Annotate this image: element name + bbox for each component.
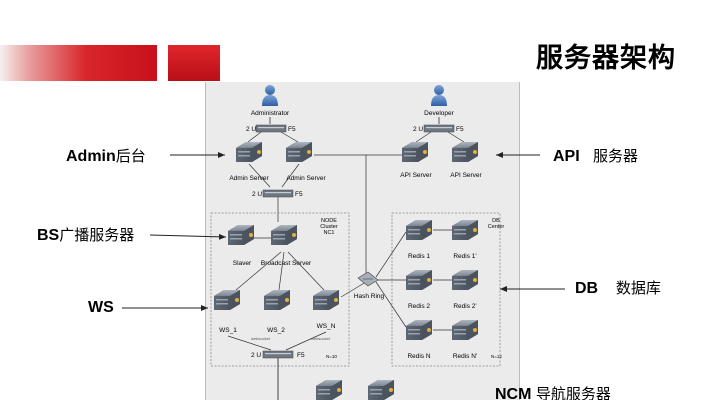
n-db-label: N=12 [491,354,502,359]
broadcast-server-label: Broadcast Server [261,260,312,267]
lb-dev-f5: F5 [456,126,464,133]
lb-admin-f5: F5 [288,126,296,133]
admin-server-1-label: Admin Server [229,175,269,182]
lb-ws-f5: F5 [297,352,305,359]
hash-ring-label: Hash Ring [354,293,385,300]
admin-server-2-label: Admin Server [286,175,326,182]
ws-n-label: WS_N [317,323,336,330]
slaver-label: Slaver [233,260,252,267]
slide-title: 服务器架构 [536,43,676,74]
node-cluster-l3: NC1 [323,230,334,236]
api-server-2-label: API Server [450,172,482,179]
label-api: API 服务器 [553,147,639,165]
redis-1b-label: Redis 1' [453,253,476,260]
label-ncm: NCM 导航服务器 [495,385,611,400]
node-cluster-l1: NODE [321,218,337,224]
redis-n-label: Redis N [407,353,430,360]
architecture-diagram-svg: Administrator Developer 2 U F5 2 U F5 Ad… [210,85,505,400]
lb-mid-label: 2 U [252,191,262,198]
svg-text:websocket: websocket [311,336,331,341]
api-server-1-label: API Server [400,172,432,179]
architecture-diagram: Administrator Developer 2 U F5 2 U F5 Ad… [205,82,520,400]
label-db: DB 数据库 [575,279,661,297]
lb-dev-label: 2 U [413,126,423,133]
n-node-label: N=10 [326,354,337,359]
decorative-red-bar-right [168,45,220,81]
redis-nb-label: Redis N' [453,353,477,360]
db-center-l2: Center [488,224,505,230]
svg-text:websocket: websocket [251,336,271,341]
ws-1-label: WS_1 [219,327,237,334]
node-cluster-l2: Cluster [320,224,338,230]
label-ws: WS [88,299,114,316]
ws-2-label: WS_2 [267,327,285,334]
lb-mid-f5: F5 [295,191,303,198]
lb-admin-label: 2 U [246,126,256,133]
lb-ws-label: 2 U [251,352,261,359]
label-bs: BS广播服务器 [37,226,135,244]
redis-1-label: Redis 1 [408,253,430,260]
db-center-box [391,212,501,367]
redis-2-label: Redis 2 [408,303,430,310]
decorative-red-bar-left [0,45,157,81]
node-cluster-box [210,212,350,367]
redis-2b-label: Redis 2' [453,303,476,310]
administrator-label: Administrator [251,110,290,117]
developer-label: Developer [424,110,454,117]
db-center-l1: DB [492,218,500,224]
label-admin: Admin后台 [66,147,146,165]
arrow-bs [149,233,227,240]
